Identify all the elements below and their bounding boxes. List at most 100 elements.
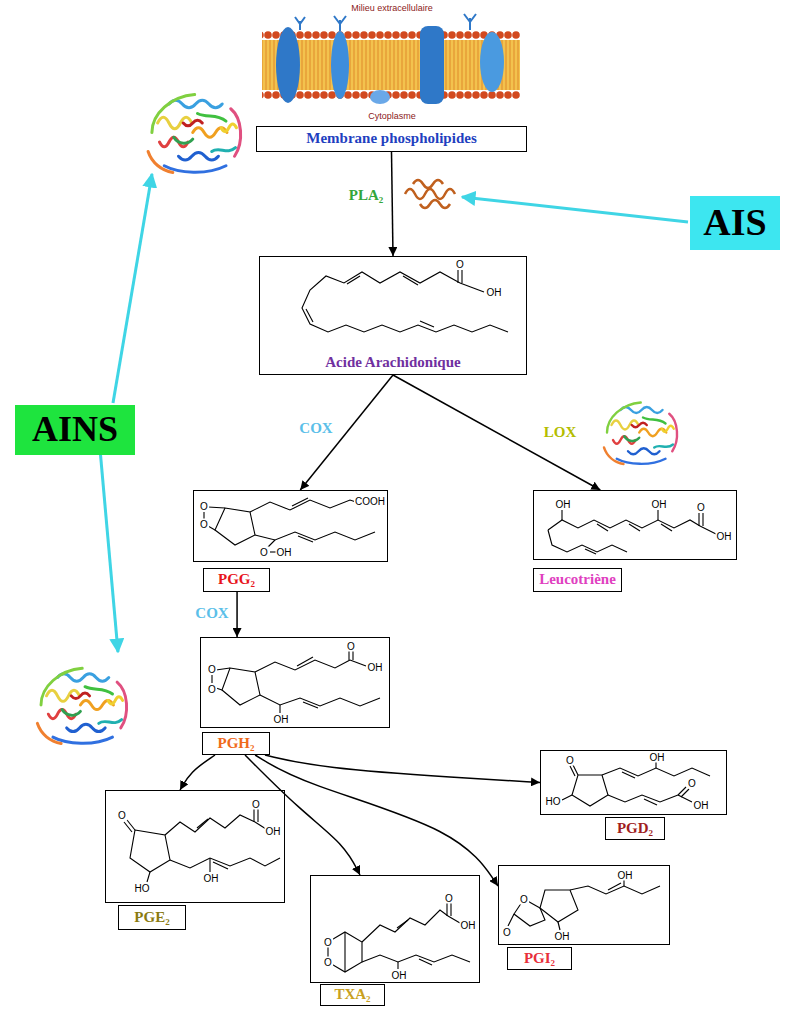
- region-label: Cytoplasme: [367, 112, 417, 122]
- structure-frame: [200, 637, 390, 728]
- atom-label: O: [565, 755, 575, 766]
- chemical-structure: [124, 822, 132, 832]
- chemical-structure: [170, 858, 280, 868]
- chemical-structure: [222, 668, 260, 705]
- compound-label-box: Membrane phospholipides: [256, 126, 527, 152]
- node-text: PGG₂: [218, 571, 255, 588]
- inhibition-arrow: [113, 174, 152, 403]
- chemical-structure: [209, 858, 210, 872]
- chemical-structure: [702, 513, 703, 526]
- node-text: Membrane phospholipides: [306, 130, 476, 147]
- node-text: Leucotriène: [539, 571, 616, 588]
- chemical-structure: [260, 695, 380, 706]
- chemical-structure: [297, 657, 313, 666]
- atom-label: O: [519, 894, 529, 905]
- compound-label-box: PGG₂: [203, 568, 270, 592]
- chemical-structure: [328, 932, 362, 972]
- chemical-structure: [608, 883, 621, 890]
- chemical-structure: [448, 916, 460, 923]
- compound-node: TXA₂: [310, 875, 480, 1005]
- atom-label: O: [251, 799, 261, 810]
- pla2-protein: [405, 180, 455, 208]
- pathway-arrow: [392, 152, 394, 256]
- atom-label: O: [199, 519, 209, 530]
- atom-label: OH: [649, 752, 666, 763]
- pathway-arrow: [255, 755, 498, 886]
- membrane-illustration: [295, 17, 305, 30]
- atom-label: OH: [693, 800, 710, 811]
- atom-label: OH: [460, 920, 477, 931]
- chemical-structure: [597, 524, 608, 531]
- compound-label-box: PGH₂: [202, 732, 270, 755]
- compound-label-box: PGD₂: [605, 817, 665, 840]
- compound-label: Acide Arachidonique: [260, 354, 526, 371]
- compound-box: Acide Arachidonique: [259, 256, 527, 375]
- chemical-structure: [446, 903, 447, 916]
- structure-frame: [498, 865, 670, 945]
- chemical-structure: [548, 530, 627, 552]
- compound-label-box: PGI₂: [507, 947, 572, 970]
- atom-label: O: [259, 547, 269, 558]
- membrane-illustration: [276, 27, 300, 103]
- membrane-illustration: [370, 90, 390, 104]
- compound-node: PGH₂: [200, 637, 390, 755]
- node-text: PGE₂: [134, 909, 169, 926]
- compound-label-box: Leucotriène: [533, 568, 622, 592]
- node-text: PGI₂: [524, 950, 555, 967]
- chemical-structure: [211, 675, 212, 683]
- compound-node: PGE₂: [105, 790, 285, 930]
- membrane-illustration: [262, 30, 520, 40]
- enzyme-label: LOX: [542, 424, 579, 441]
- chemical-structure: [562, 795, 572, 800]
- node-text: TXA₂: [334, 986, 370, 1003]
- chemical-structure: [397, 962, 398, 969]
- pathway-arrow: [265, 755, 540, 782]
- membrane-illustration: [262, 14, 520, 104]
- inhibition-arrow: [100, 174, 688, 652]
- node-text: PGD₂: [617, 820, 653, 837]
- chemical-structure: [585, 549, 596, 554]
- chemical-structure: [350, 660, 366, 666]
- membrane-illustration: [480, 32, 504, 92]
- chemical-structure: [570, 886, 660, 894]
- chemical-structure: [362, 955, 470, 962]
- atom-label: O: [323, 937, 333, 948]
- chemical-structure: [655, 762, 656, 768]
- chemical-structure: [419, 959, 432, 965]
- chemical-structure: [461, 270, 462, 283]
- atom-label: OH: [554, 931, 571, 942]
- node-text: AIS: [703, 201, 766, 245]
- membrane-illustration: [334, 16, 346, 31]
- atom-label: COOH: [354, 496, 386, 507]
- chemical-structure: [644, 799, 657, 805]
- chemical-structure: [255, 660, 350, 672]
- chemical-structure: [208, 507, 225, 508]
- chemical-structure: [602, 768, 710, 776]
- enzyme-label: COX: [193, 605, 230, 622]
- atom-label: OH: [716, 531, 733, 542]
- chemical-structure: [257, 809, 258, 822]
- chemical-structure: [197, 819, 208, 828]
- chemical-structure: [362, 910, 448, 942]
- chemical-structure: [165, 815, 255, 835]
- chemical-structure: [253, 809, 254, 822]
- compound-node: PGI₂: [498, 865, 670, 970]
- atom-label: O: [455, 259, 465, 270]
- inhibitor-box: AINS: [15, 405, 135, 455]
- chemical-structure: [572, 775, 608, 806]
- chemical-structure: [460, 283, 484, 292]
- atom-label: OH: [265, 826, 282, 837]
- lox-protein: [604, 403, 677, 465]
- chemical-structure: [255, 532, 375, 540]
- chemical-structure: [397, 920, 408, 928]
- chemical-structure: [548, 520, 700, 530]
- chemical-structure: [213, 862, 228, 869]
- chemical-structure: [348, 651, 349, 660]
- chemical-structure: [352, 651, 353, 660]
- pla2-protein: [420, 200, 450, 208]
- chemical-structure: [540, 890, 578, 922]
- chemical-structure: [622, 772, 635, 778]
- membrane-illustration: [464, 14, 476, 30]
- atom-label: OH: [203, 873, 220, 884]
- chemical-structure: [250, 500, 356, 512]
